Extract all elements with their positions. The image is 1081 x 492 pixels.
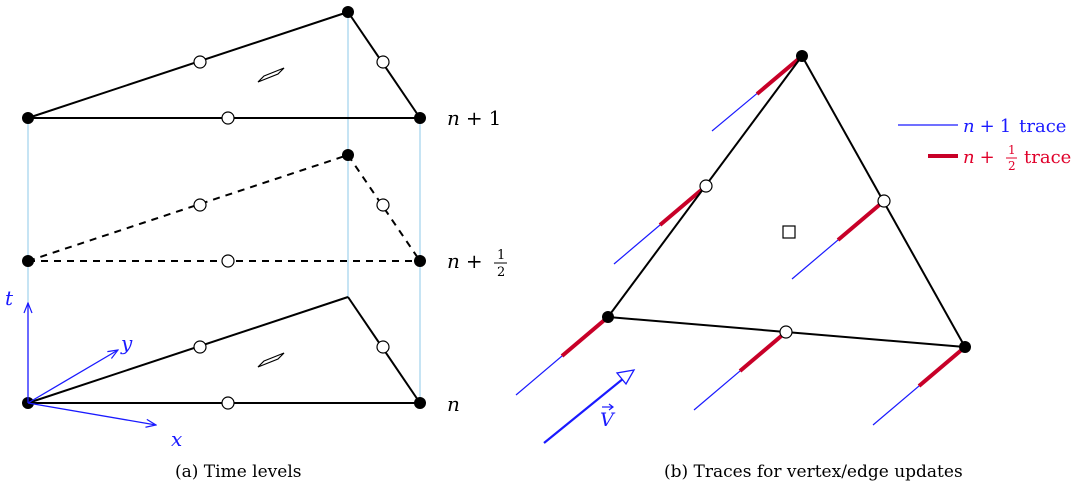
svg-text:2: 2 (497, 265, 505, 280)
axis-label-y: y (120, 331, 133, 355)
vertex-dot (414, 397, 426, 409)
svg-text:2: 2 (1008, 159, 1016, 173)
caption-b: (b) Traces for vertex/edge updates (664, 462, 963, 482)
time-guides (27, 12, 421, 403)
triangle-b (607, 55, 966, 348)
level-label-n: n (447, 392, 460, 416)
edge-midpoints-a (193, 55, 390, 410)
level-label-n-plus-1: n+1 (447, 106, 501, 130)
triangle-level-n (27, 296, 421, 404)
triangle-level-n-plus-1 (27, 11, 421, 119)
triangle-level-n-plus-half (27, 154, 421, 262)
legend-entry-half-trace: n+ 1 2 trace (928, 143, 1071, 173)
axis-label-t: t (5, 286, 14, 310)
svg-text:n+1: n+1 (447, 106, 501, 130)
trace-right-vertex (872, 345, 967, 426)
edge-midpoints-b (699, 179, 891, 339)
axis-label-x: x (171, 427, 182, 451)
panel-a: t y x n+1 n+ 1 2 n (a) Time levels (5, 6, 507, 482)
svg-text:n+: n+ (963, 147, 995, 168)
svg-text:1: 1 (1008, 143, 1016, 157)
cell-centers-a (257, 67, 285, 368)
vertex-dots-b (602, 50, 971, 353)
svg-text:1: 1 (497, 248, 505, 263)
velocity-arrow (543, 369, 636, 444)
caption-a: (a) Time levels (175, 462, 302, 482)
trace-left-edge (613, 184, 708, 265)
trace-bottom-edge (693, 330, 788, 411)
level-label-n-plus-half: n+ 1 2 (447, 248, 507, 280)
svg-text:n+: n+ (447, 249, 483, 273)
trace-top-vertex (711, 54, 804, 132)
svg-text:trace: trace (1024, 147, 1071, 168)
trace-left-vertex (515, 315, 610, 396)
svg-text:V: V (600, 409, 616, 431)
trace-right-edge (791, 199, 886, 280)
traces (515, 54, 967, 426)
velocity-label: V (600, 403, 616, 431)
cell-center-square (782, 225, 796, 239)
vertex-dots-a (22, 6, 426, 409)
axes-a (28, 303, 156, 425)
